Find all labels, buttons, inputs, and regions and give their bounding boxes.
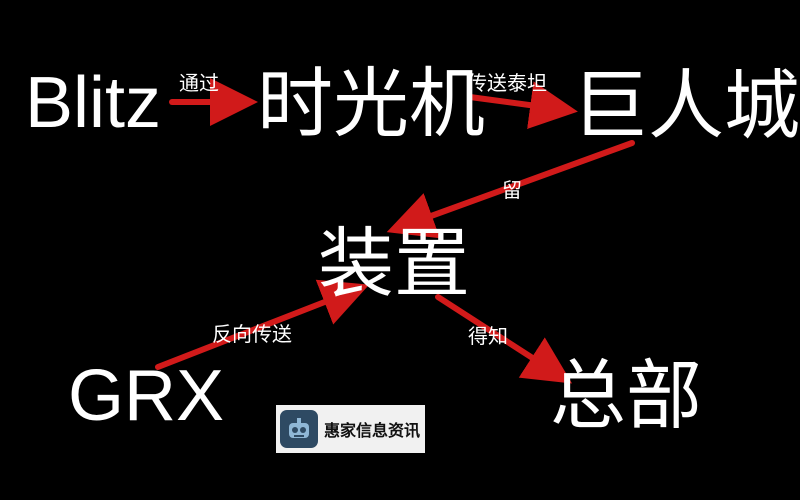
edge-label-stay: 留 [502,178,522,202]
node-hq: 总部 [550,351,702,440]
arrow-grx-to-device [155,279,370,370]
watermark-badge: 惠家信息资讯 [276,405,425,453]
node-giant-city: 巨人城 [572,61,800,150]
watermark-text: 惠家信息资讯 [324,421,421,440]
node-blitz: Blitz [25,63,161,143]
arrow-device-to-hq [435,294,573,384]
arrow-giant-city-to-device [386,140,635,239]
edge-label-teleport-titan: 传送泰坦 [467,71,547,95]
node-grx: GRX [68,356,224,436]
arrow-time-machine-to-giant-city [467,81,578,129]
edge-label-learned: 得知 [468,324,508,348]
node-time-machine: 时光机 [257,59,485,148]
edge-label-reverse-teleport: 反向传送 [212,322,292,346]
node-device: 装置 [318,219,470,308]
edge-label-through: 通过 [179,71,219,95]
robot-face-icon [280,410,318,448]
